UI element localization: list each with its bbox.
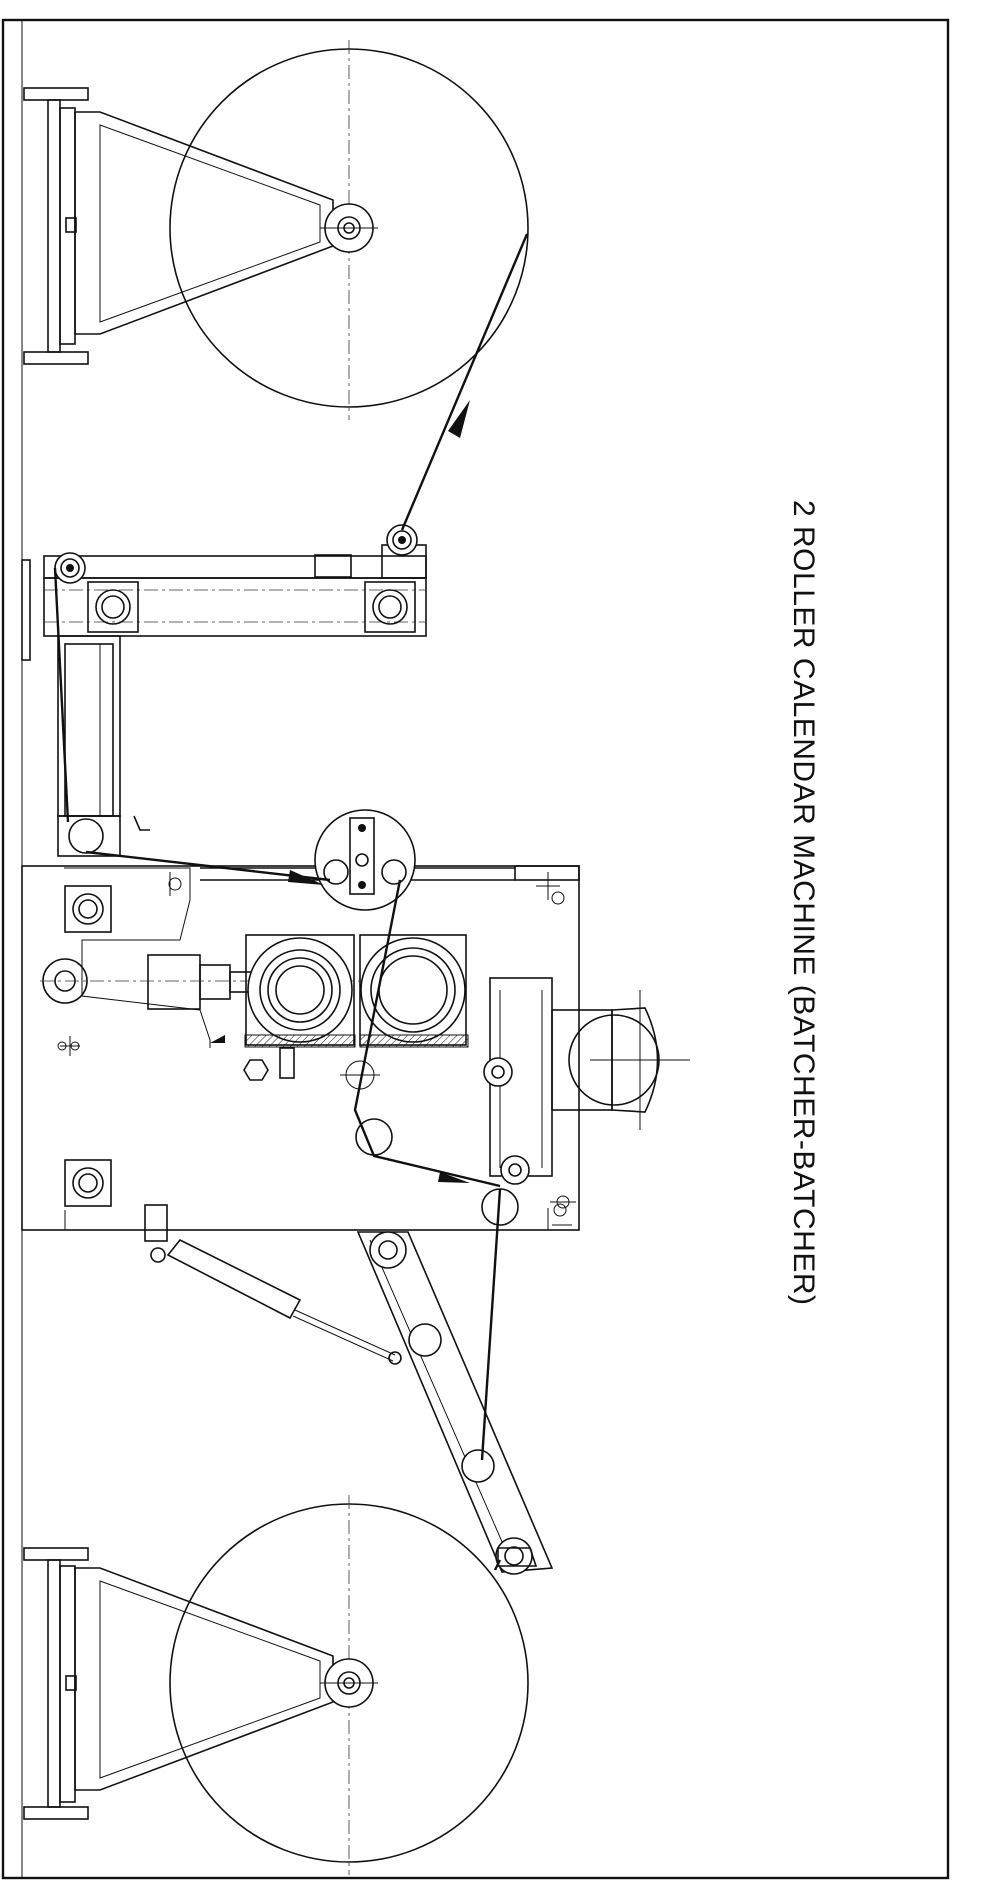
calendar-roll-top	[247, 937, 353, 1043]
bottom-batcher	[23, 1495, 529, 1875]
spreader-wheel	[314, 809, 416, 911]
pneumatic-cylinder	[144, 1204, 402, 1365]
fabric-path	[53, 233, 529, 1571]
drawing-title: 2 ROLLER CALENDAR MACHINE (BATCHER-BATCH…	[787, 500, 820, 1306]
fabric-direction-arrow-1	[448, 400, 470, 438]
calendar-main-frame	[21, 865, 580, 1231]
calendar-roll-bottom	[360, 937, 466, 1043]
gear-motor	[483, 977, 690, 1209]
swing-arm	[356, 1231, 554, 1575]
top-batcher	[23, 40, 529, 420]
drawing-border	[1, 18, 950, 1880]
title-block: 2 ROLLER CALENDAR MACHINE (BATCHER-BATCH…	[787, 500, 850, 1480]
upper-guide-frame	[21, 524, 427, 857]
fabric-direction-arrow-2	[288, 870, 324, 885]
fabric-direction-arrow-3	[438, 1172, 470, 1183]
